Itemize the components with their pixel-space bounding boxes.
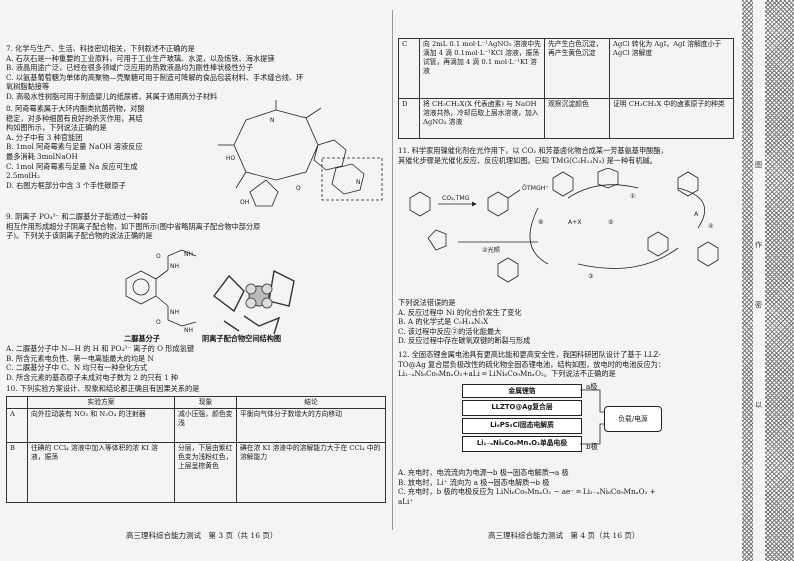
anion-complex-caption: 阴离子配合物空间结构图: [202, 334, 282, 343]
electrode-b-label: b极: [586, 442, 598, 451]
page-footer-right: 高三理科综合能力测试 第 4 页（共 16 页）: [488, 531, 640, 540]
mech-label: CO₂,TMG: [442, 195, 470, 202]
svg-text:NH: NH: [170, 263, 179, 270]
left-page: 7. 化学与生产、生活、科技密切相关，下列叙述不正确的是 A. 石灰石是一种重要…: [6, 0, 388, 545]
svg-text:OH: OH: [240, 199, 249, 206]
question-10: 10. 下列实验方案设计、现象和结论都正确且有因果关系的是: [6, 384, 200, 393]
svg-text:O: O: [156, 253, 161, 260]
mech-label: ⑥: [538, 219, 544, 226]
battery-layer: Li₆PS₅Cl固态电解质: [462, 418, 582, 434]
battery-layer: LLZTO@Ag复合层: [462, 400, 582, 416]
svg-text:O: O: [156, 319, 161, 326]
mech-label: ⑤: [608, 219, 614, 226]
azithromycin-structure: N HO O N OH: [218, 100, 383, 207]
mech-label: A+X: [568, 219, 582, 226]
svg-text:NH: NH: [184, 251, 193, 258]
margin-label: 作: [755, 241, 762, 249]
anion-complex-structure: [213, 269, 295, 335]
page-divider: [392, 10, 393, 530]
mech-label: ②光照: [482, 246, 500, 254]
mech-label: ①: [630, 193, 636, 200]
circuit-wires: [580, 389, 604, 445]
svg-text:N: N: [356, 179, 361, 186]
mech-label: ÕTMGH⁺: [522, 183, 549, 192]
margin-label: 密: [755, 301, 762, 309]
margin-label: 以: [755, 401, 762, 409]
bisurea-caption: 二脲基分子: [124, 334, 160, 343]
load-power-box: 负载/电源: [604, 406, 662, 432]
mech-label: A: [694, 211, 699, 218]
battery-layer: 金属锂箔: [462, 384, 582, 398]
electrode-a-label: a极: [586, 382, 598, 391]
svg-text:N: N: [270, 117, 275, 124]
binding-margin-pattern: [742, 0, 794, 561]
svg-text:NH: NH: [170, 309, 179, 316]
question-7: 7. 化学与生产、生活、科技密切相关，下列叙述不正确的是 A. 石灰石是一种重要…: [6, 44, 304, 101]
mech-label: ④: [708, 223, 714, 230]
page-footer-left: 高三理科综合能力测试 第 3 页（共 16 页）: [126, 531, 278, 540]
mech-label: ③: [588, 273, 594, 280]
reaction-mechanism-diagram: CO₂,TMG A+X ②光照 ⑤ ③ ① ④ ⑥ ÕTMGH⁺ A: [409, 168, 719, 283]
binding-margin-strip: [753, 0, 765, 561]
svg-text:NH: NH: [184, 327, 193, 334]
battery-diagram: 金属锂箔 LLZTO@Ag复合层 Li₆PS₅Cl固态电解质 Li₁₋ₐNi₈C…: [462, 382, 662, 464]
question-9: 9. 阴离子 PO₄³⁻ 和二脲基分子能通过一种弱相互作用形成超分子阴离子配合物…: [6, 212, 261, 241]
question-12: 12. 全固态锂金属电池具有更高比能和更高安全性，我国科研团队设计了基于 LLZ…: [398, 350, 666, 379]
question-11: 11. 科学家用镍催化剂在光作用下，以 CO₂ 和芳基卤化物合成某一芳基氨基甲酸…: [398, 146, 668, 165]
margin-label: 图: [755, 161, 762, 169]
battery-layer: Li₁₋ₐNi₈Co₉MnₓO₂单晶电极: [462, 436, 582, 452]
svg-text:HO: HO: [226, 155, 236, 162]
svg-text:O: O: [296, 185, 301, 192]
bisurea-molecule: O NH NH NH O NH: [125, 249, 197, 334]
question-8: 8. 阿奇霉素属于大环内酯类抗菌药物，对酸稳定，对多种细菌有良好的杀灭作用，其结…: [6, 104, 145, 190]
